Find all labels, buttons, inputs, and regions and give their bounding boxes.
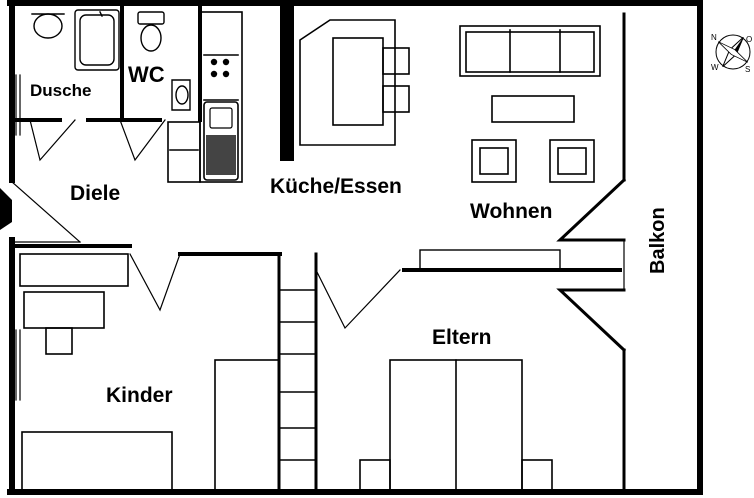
compass-icon: N S O W [711,33,752,74]
kitchen-partition-wall [280,3,294,161]
room-label-kinder: Kinder [106,384,173,407]
shower-door-swing [29,119,76,162]
kinder-furniture [19,253,280,493]
sideboard [419,249,561,271]
sink-tap [209,107,233,129]
dining-group [299,19,410,146]
room-label-wohnen: Wohnen [470,200,552,223]
balcony-walls [556,12,627,494]
stove-burners [210,58,230,78]
sink-basin [206,135,236,175]
room-label-eltern: Eltern [432,326,492,349]
kinder-door-swing [129,253,181,312]
partition-shelves [277,252,318,494]
entrance-door-swing [11,181,81,243]
room-label-balkon: Balkon [647,207,669,274]
room-label-kueche: Küche/Essen [270,175,402,198]
compass-w: W [711,63,719,72]
eltern-furniture [359,359,553,493]
wc-door-swing [119,119,166,162]
room-label-dusche: Dusche [30,81,91,100]
shower-fixtures [31,9,120,71]
room-label-wc: WC [128,62,165,87]
compass-o: O [746,35,752,44]
kitchen-counter [167,11,243,183]
compass-s: S [745,65,750,74]
entrance-door-mark [0,188,12,230]
living-furniture [459,25,601,183]
eltern-door-swing [315,269,401,330]
wc-fixtures [137,11,191,111]
compass-n: N [711,33,717,42]
left-windows [15,74,21,401]
room-label-diele: Diele [70,182,120,205]
